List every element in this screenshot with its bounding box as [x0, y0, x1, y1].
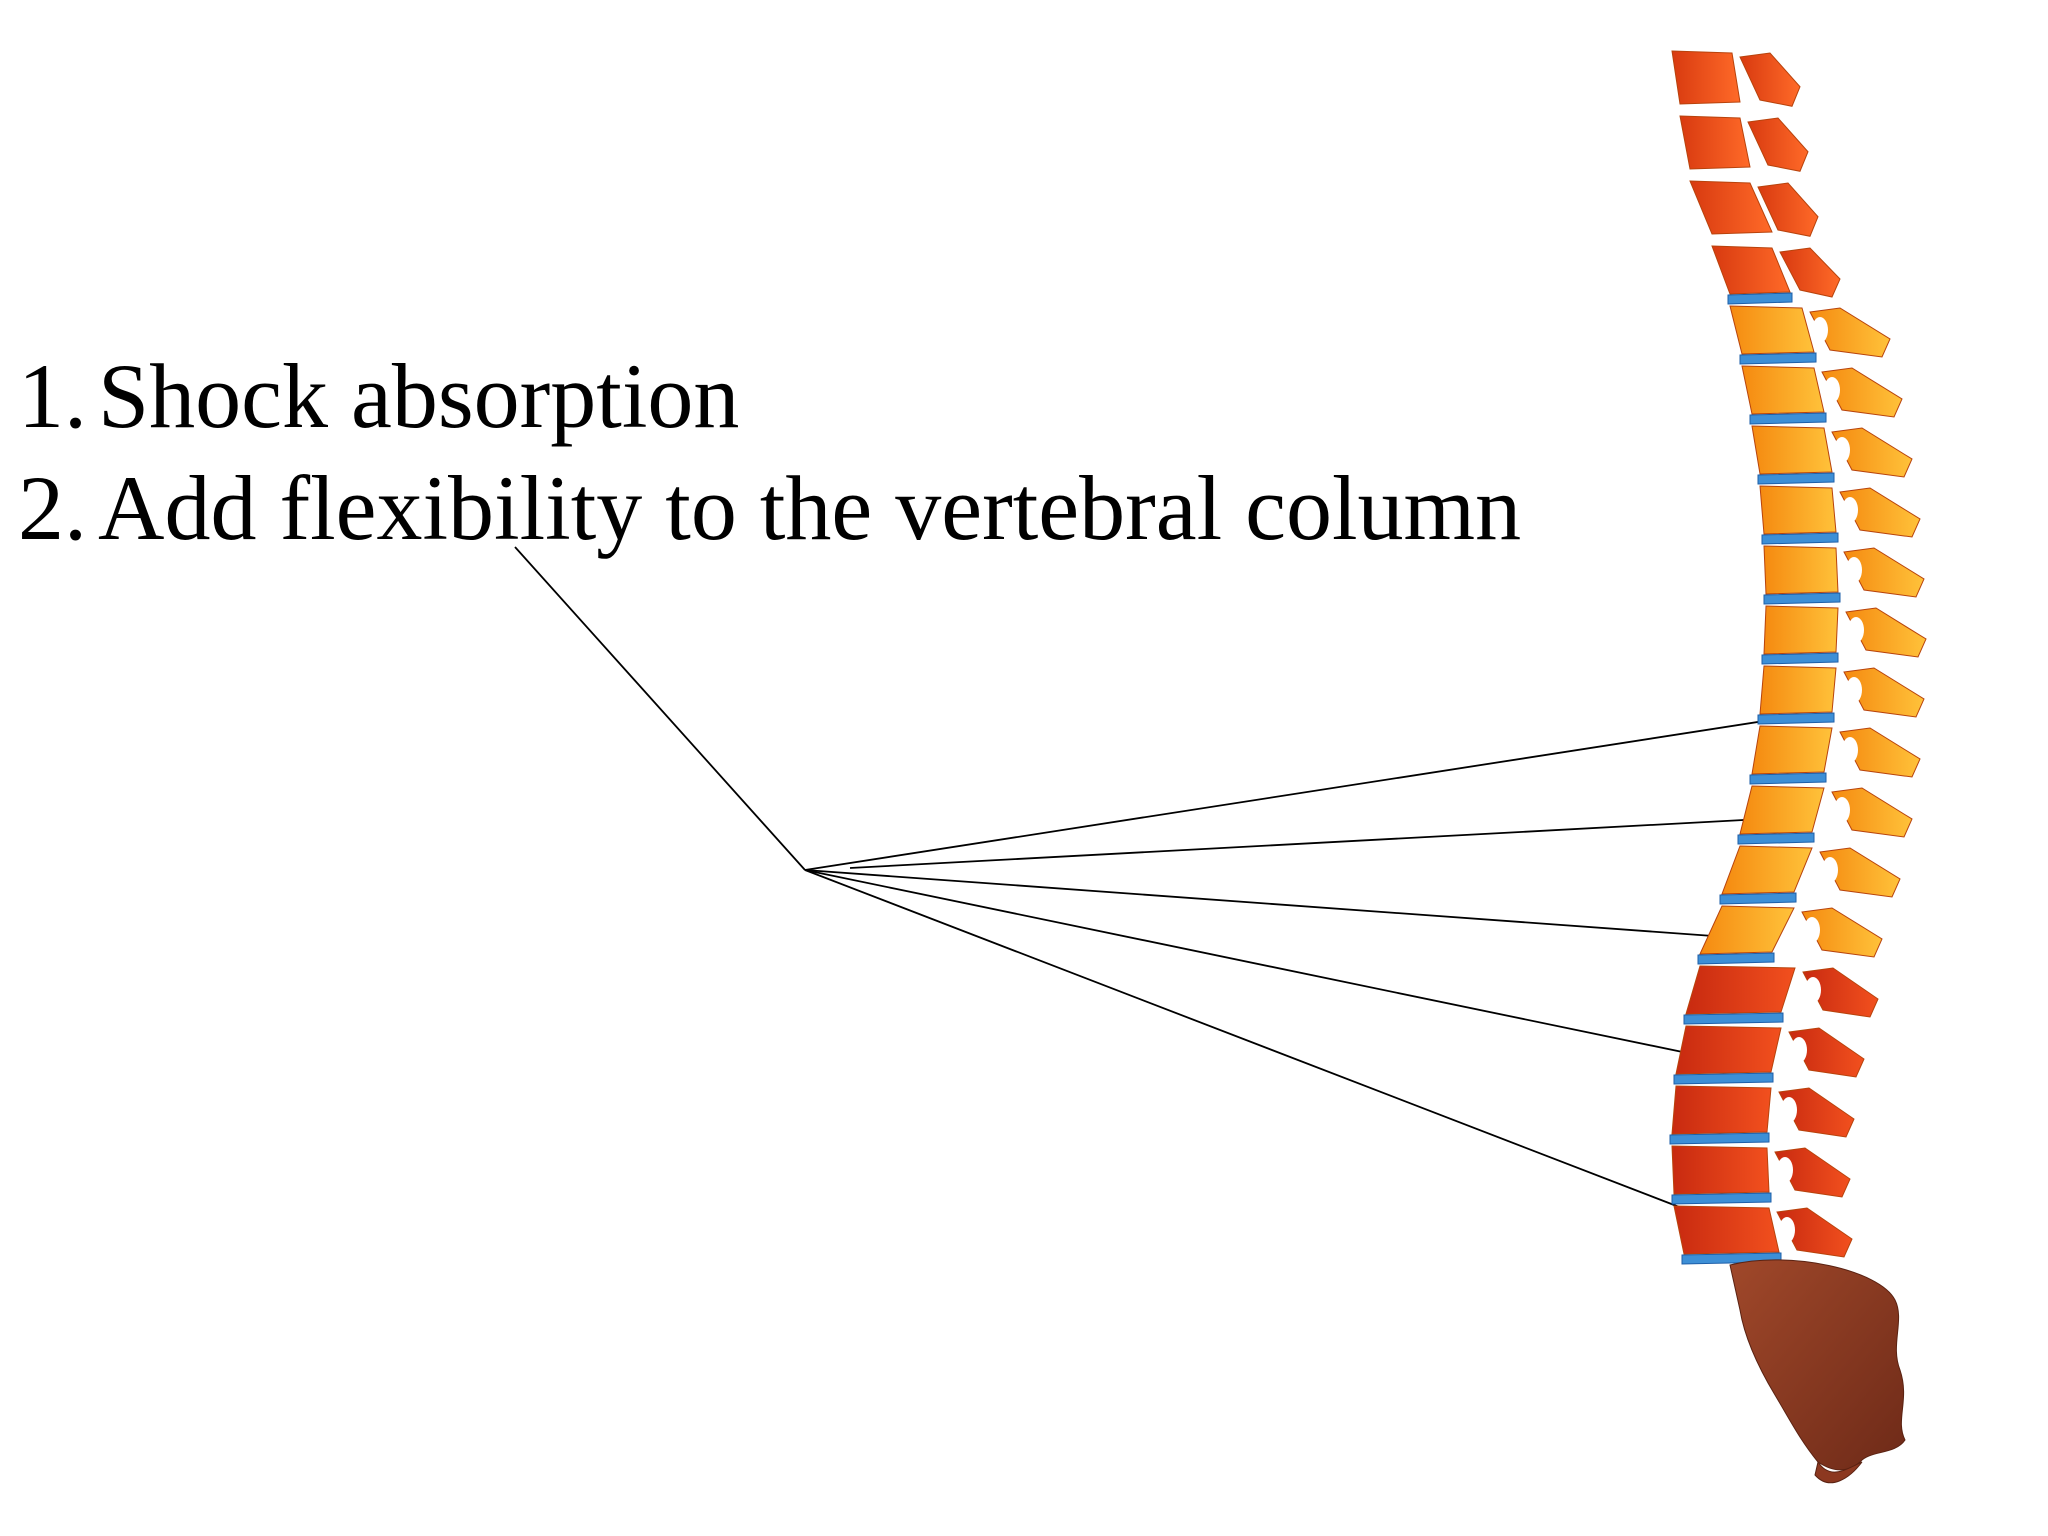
vertebra-body [1685, 965, 1796, 1015]
vertebra-body [1729, 305, 1815, 355]
intervertebral-disc [1697, 952, 1775, 965]
vertebra-body [1689, 180, 1773, 235]
intervertebral-disc [1739, 352, 1817, 365]
spinous-process [1802, 967, 1879, 1018]
intervertebral-foramen [1842, 497, 1858, 523]
spinous-process [1747, 117, 1809, 172]
intervertebral-foramen [1846, 557, 1862, 583]
vertebra-body [1679, 115, 1751, 170]
vertebra-body [1721, 845, 1813, 895]
spinous-process [1779, 247, 1841, 298]
intervertebral-disc [1671, 1192, 1772, 1205]
function-text-2: Add flexibility to the vertebral column [98, 457, 1522, 559]
disc-function-list: 1.Shock absorption 2.Add flexibility to … [18, 340, 1521, 564]
function-item-2: 2.Add flexibility to the vertebral colum… [18, 452, 1521, 564]
intervertebral-disc [1737, 832, 1815, 845]
intervertebral-foramen [1824, 377, 1840, 403]
intervertebral-foramen [1812, 317, 1828, 343]
spinous-process [1843, 547, 1925, 598]
vertebra-body [1751, 725, 1833, 775]
vertebra-body [1711, 245, 1791, 295]
leader-line-disc-3 [804, 869, 1728, 938]
leader-line-disc-2 [849, 818, 1763, 869]
vertebra-body [1741, 365, 1825, 415]
intervertebral-foramen [1777, 1157, 1793, 1183]
vertebra-body [1675, 1025, 1782, 1075]
intervertebral-foramen [1842, 737, 1858, 763]
intervertebral-disc [1761, 652, 1839, 665]
intervertebral-disc [1757, 472, 1835, 485]
spinous-process [1774, 1147, 1851, 1198]
coccyx [1814, 1460, 1863, 1484]
intervertebral-foramen [1846, 677, 1862, 703]
leader-line-from-text [514, 546, 806, 871]
vertebra-body [1699, 905, 1795, 955]
vertebra-body [1759, 665, 1837, 715]
intervertebral-disc [1761, 532, 1839, 545]
spinous-process [1839, 487, 1921, 538]
intervertebral-disc [1757, 712, 1835, 725]
leader-line-disc-4 [804, 869, 1698, 1056]
spinous-process [1843, 667, 1925, 718]
intervertebral-foramen [1822, 857, 1838, 883]
intervertebral-foramen [1781, 1097, 1797, 1123]
spinous-process [1819, 847, 1901, 898]
vertebra-body [1673, 1205, 1780, 1255]
intervertebral-foramen [1834, 797, 1850, 823]
vertebra-body [1739, 785, 1825, 835]
intervertebral-disc [1719, 892, 1797, 905]
function-item-1: 1.Shock absorption [18, 340, 1521, 452]
intervertebral-disc [1683, 1012, 1784, 1025]
spinous-process [1821, 367, 1903, 418]
spinous-process [1809, 307, 1891, 358]
spinous-process [1776, 1207, 1853, 1258]
vertebra-body [1671, 1085, 1772, 1135]
vertebral-column [1669, 50, 1927, 1484]
vertebra-body [1751, 425, 1833, 475]
spinous-process [1778, 1087, 1855, 1138]
vertebra-body [1759, 485, 1837, 535]
function-number-1: 1. [18, 345, 87, 447]
spinous-process [1757, 182, 1819, 237]
leader-line-disc-5 [804, 869, 1688, 1211]
intervertebral-disc [1673, 1072, 1774, 1085]
intervertebral-disc [1669, 1132, 1770, 1145]
leader-lines [514, 546, 1791, 1211]
sacrum [1729, 1259, 1906, 1471]
vertebra-body [1763, 545, 1839, 595]
intervertebral-foramen [1779, 1217, 1795, 1243]
spinous-process [1845, 607, 1927, 658]
spinous-process [1831, 427, 1913, 478]
vertebra-body [1671, 50, 1741, 105]
intervertebral-disc [1749, 772, 1827, 785]
intervertebral-foramen [1805, 977, 1821, 1003]
vertebra-body [1671, 1145, 1770, 1195]
intervertebral-disc [1763, 592, 1841, 605]
intervertebral-foramen [1848, 617, 1864, 643]
intervertebral-foramen [1834, 437, 1850, 463]
intervertebral-disc [1749, 412, 1827, 425]
spinous-process [1831, 787, 1913, 838]
spinous-process [1739, 52, 1801, 107]
intervertebral-disc [1727, 292, 1793, 305]
intervertebral-foramen [1791, 1037, 1807, 1063]
spinous-process [1801, 907, 1883, 958]
function-text-1: Shock absorption [98, 345, 740, 447]
intervertebral-foramen [1804, 917, 1820, 943]
spinous-process [1839, 727, 1921, 778]
function-number-2: 2. [18, 457, 87, 559]
vertebra-body [1763, 605, 1839, 655]
spinous-process [1788, 1027, 1865, 1078]
leader-line-disc-1 [804, 716, 1791, 871]
